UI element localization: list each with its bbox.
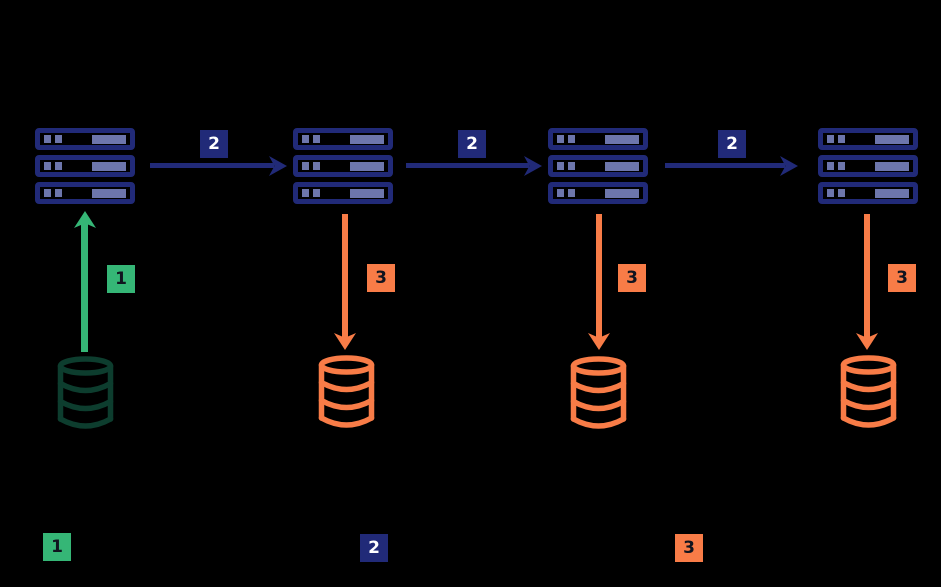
server-unit-icon (35, 128, 135, 150)
step-2-badge: 2 (200, 130, 228, 158)
step-2-badge: 2 (458, 130, 486, 158)
server-slot-icon (92, 161, 126, 171)
step-3-badge: 3 (367, 264, 395, 292)
server-led-icon (827, 162, 834, 170)
step-3-badge: 3 (888, 264, 916, 292)
legend-badge-3: 3 (675, 534, 703, 562)
server-stack-icon (818, 128, 918, 204)
server-led-icon (313, 135, 320, 143)
server-stack-icon (35, 128, 135, 204)
server-led-icon (302, 135, 309, 143)
server-slot-icon (92, 188, 126, 198)
arrow-down-icon (856, 214, 878, 350)
arrow-right-icon (406, 156, 542, 176)
server-led-icon (302, 189, 309, 197)
server-led-icon (827, 135, 834, 143)
server-stack-icon (293, 128, 393, 204)
step-1-badge: 1 (107, 265, 135, 293)
server-slot-icon (605, 188, 639, 198)
server-unit-icon (293, 128, 393, 150)
server-unit-icon (293, 155, 393, 177)
server-stack-icon (548, 128, 648, 204)
server-slot-icon (875, 188, 909, 198)
server-led-icon (557, 189, 564, 197)
arrow-right-icon (665, 156, 798, 176)
server-led-icon (44, 135, 51, 143)
server-led-icon (55, 189, 62, 197)
server-slot-icon (605, 134, 639, 144)
server-unit-icon (818, 155, 918, 177)
database-cylinder-icon (570, 356, 627, 429)
server-led-icon (557, 135, 564, 143)
arrow-up-icon (74, 211, 96, 352)
server-led-icon (55, 162, 62, 170)
legend-badge-1: 1 (43, 533, 71, 561)
arrow-down-icon (334, 214, 356, 350)
server-unit-icon (548, 182, 648, 204)
server-unit-icon (548, 128, 648, 150)
database-cylinder-icon (57, 356, 114, 429)
server-led-icon (838, 162, 845, 170)
server-slot-icon (605, 161, 639, 171)
server-slot-icon (350, 134, 384, 144)
database-cylinder-icon (318, 355, 375, 428)
server-led-icon (838, 189, 845, 197)
server-unit-icon (293, 182, 393, 204)
server-led-icon (55, 135, 62, 143)
server-slot-icon (350, 188, 384, 198)
server-led-icon (838, 135, 845, 143)
server-unit-icon (818, 128, 918, 150)
step-2-badge: 2 (718, 130, 746, 158)
database-cylinder-icon (840, 355, 897, 428)
server-unit-icon (35, 155, 135, 177)
legend-badge-2: 2 (360, 534, 388, 562)
server-led-icon (44, 162, 51, 170)
server-led-icon (568, 189, 575, 197)
server-led-icon (557, 162, 564, 170)
server-slot-icon (92, 134, 126, 144)
server-slot-icon (875, 161, 909, 171)
server-slot-icon (350, 161, 384, 171)
server-unit-icon (35, 182, 135, 204)
server-unit-icon (818, 182, 918, 204)
server-led-icon (44, 189, 51, 197)
arrow-right-icon (150, 156, 287, 176)
server-unit-icon (548, 155, 648, 177)
server-led-icon (827, 189, 834, 197)
server-slot-icon (875, 134, 909, 144)
server-led-icon (568, 135, 575, 143)
server-led-icon (313, 189, 320, 197)
arrow-down-icon (588, 214, 610, 350)
server-led-icon (568, 162, 575, 170)
server-led-icon (302, 162, 309, 170)
step-3-badge: 3 (618, 264, 646, 292)
server-led-icon (313, 162, 320, 170)
